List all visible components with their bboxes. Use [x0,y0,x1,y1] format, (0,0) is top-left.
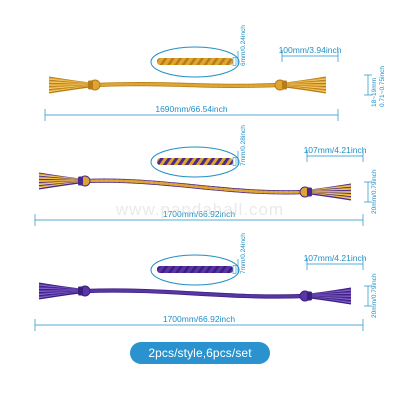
tassel-binding [307,291,312,301]
tassel-strand [38,182,82,190]
zoom-cord-end [232,265,237,274]
set-quantity-badge: 2pcs/style,6pcs/set [130,342,270,364]
cord [83,179,307,194]
tassel-length-label: 107mm/4.21inch [304,145,367,155]
tassel [307,183,352,201]
zoom-cord-end [232,157,237,166]
watermark: www.pandahall.com [115,200,284,219]
tassel-strand [308,297,352,305]
zoom-cord-detail [157,266,233,273]
overall-length-label: 1700mm/66.92inch [163,314,236,324]
tassel [38,282,83,300]
tassel-width-label: 18~19mm [371,78,378,107]
cord-item-3: 7mm/0.24inch 107mm/4.21inch 20mm/0.79inch 1… [34,233,378,331]
cord-diameter-label: 7mm/0.24inch [240,233,247,274]
zoom-cord-end [232,57,237,66]
tassel-width-label: 20mm/0.79inch [371,273,378,318]
cord-diameter-label: 6mm/0.24inch [240,25,247,66]
tassel-binding [78,176,83,186]
overall-length-label: 1700mm/66.92inch [163,209,236,219]
tassel-strand [283,86,327,94]
cord-item-2: 7mm/0.28inch 107mm/4.21inch 20mm/0.79inch 1… [34,125,378,226]
tassel-binding [78,286,83,296]
tassel [307,287,352,305]
cord [83,289,307,298]
tassel-length-label: 107mm/4.21inch [304,253,367,263]
cord [93,82,282,88]
zoom-cord-detail [157,58,233,65]
tassel-strand [308,193,352,201]
tassel-strand [38,292,82,300]
tassel-width-label: 20mm/0.79inch [371,169,378,214]
tassel-width-label: 0.71~0.75inch [379,66,386,107]
tassel-binding [88,80,93,90]
tassel [48,76,93,94]
tassel-length-label: 100mm/3.94inch [279,45,342,55]
zoom-cord-detail [157,158,233,165]
tassel [38,172,83,190]
overall-length-label: 1690mm/66.54inch [155,104,228,114]
tassel-binding [307,187,312,197]
tassel-binding [282,80,287,90]
tassel [282,76,327,94]
tassel-strand [48,86,92,94]
cord-diameter-label: 7mm/0.28inch [240,125,247,166]
